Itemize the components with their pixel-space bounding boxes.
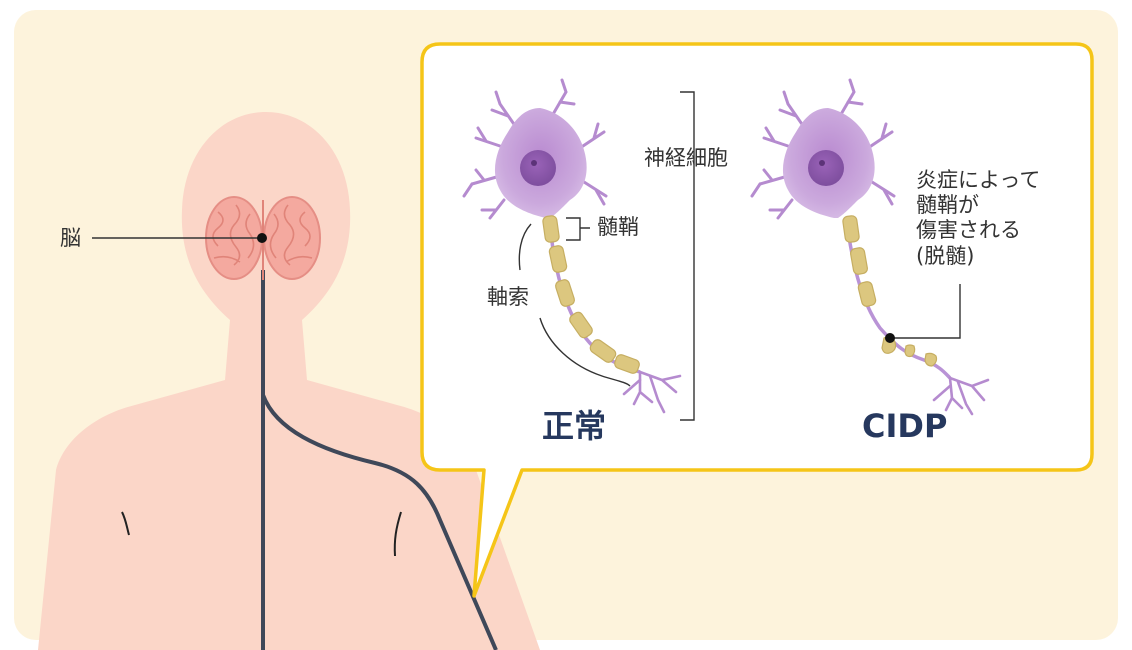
brain-marker-dot bbox=[257, 233, 267, 243]
cidp-heading: CIDP bbox=[862, 410, 947, 442]
normal-heading: 正常 bbox=[542, 410, 606, 442]
nerve-cell-label: 神経細胞 bbox=[644, 148, 728, 169]
myelin-sheath-label: 髄鞘 bbox=[597, 217, 639, 238]
demyelination-note: 炎症によって 髄鞘が 傷害される (脱髄) bbox=[916, 168, 1040, 269]
axon-label: 軸索 bbox=[487, 287, 529, 308]
demyelination-marker-dot bbox=[885, 333, 895, 343]
brain-label: 脳 bbox=[60, 228, 81, 249]
